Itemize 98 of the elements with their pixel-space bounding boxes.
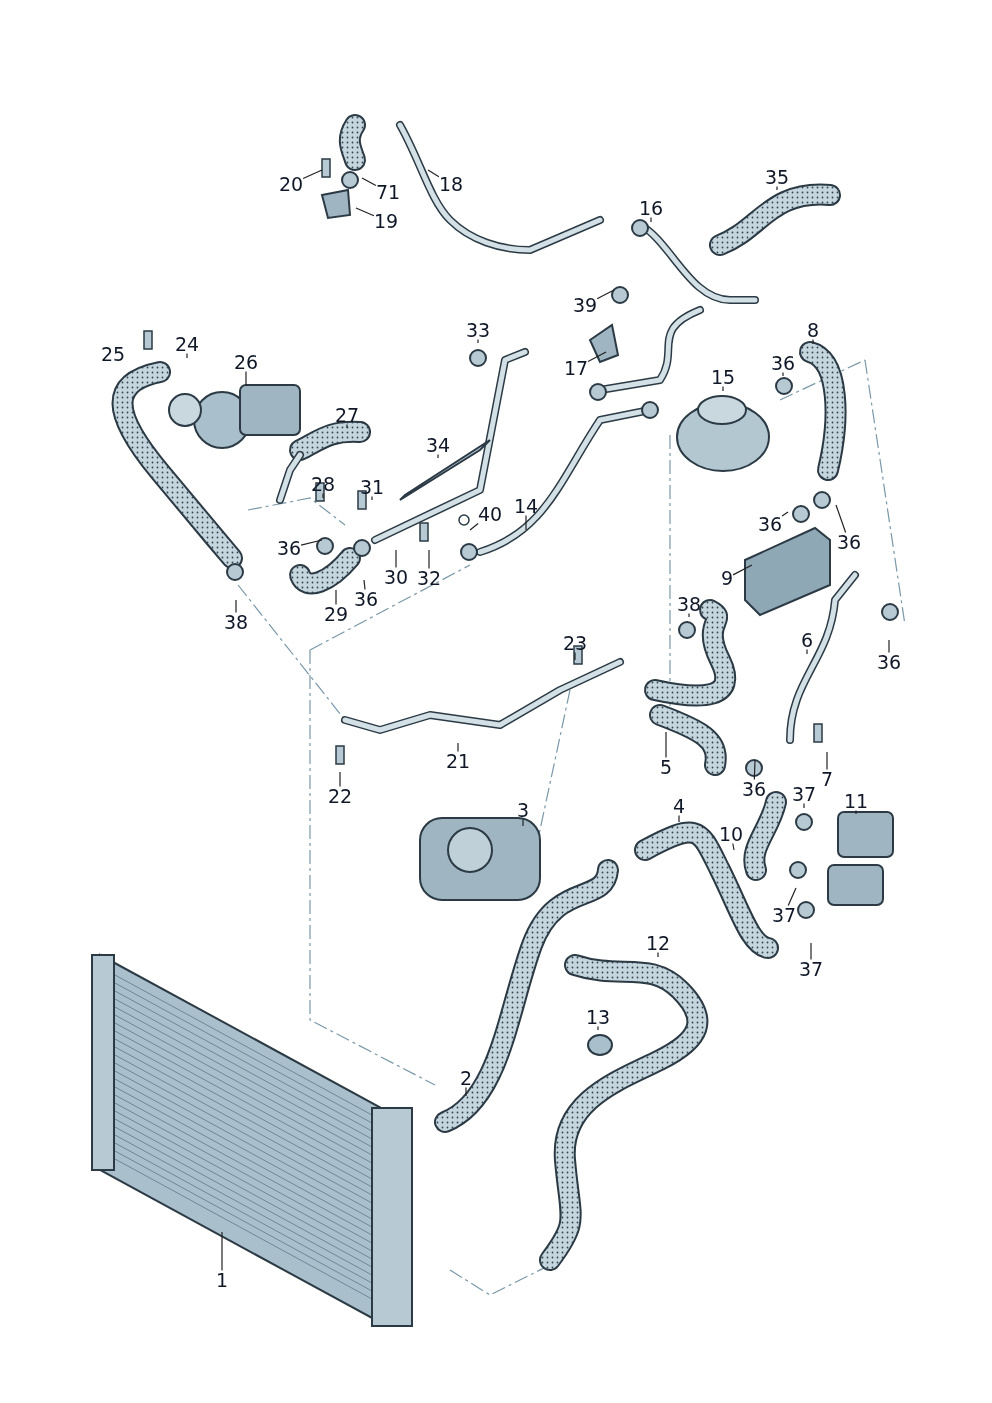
callout-number: 13 [585, 1007, 611, 1027]
callout-number: 39 [572, 295, 598, 315]
leader-line [781, 511, 789, 517]
callout-number: 36 [876, 652, 902, 672]
leader-line [335, 589, 337, 606]
leader-line [355, 207, 375, 217]
callout-number: 29 [323, 604, 349, 624]
leader-line [597, 1025, 599, 1031]
callout-number: 36 [353, 589, 379, 609]
callout-number: 4 [672, 796, 686, 816]
callout-number: 37 [771, 905, 797, 925]
callout-number: 25 [100, 344, 126, 364]
leader-line [596, 289, 615, 300]
leader-line [753, 759, 756, 781]
callout-number: 30 [383, 567, 409, 587]
callout-number: 22 [327, 786, 353, 806]
callout-number: 14 [513, 496, 539, 516]
leader-line [221, 1231, 223, 1272]
leader-line [810, 942, 812, 961]
leader-line [657, 951, 659, 958]
callout-number: 27 [334, 405, 360, 425]
leader-line [522, 818, 524, 827]
callout-number: 3 [516, 800, 530, 820]
leader-line [339, 771, 341, 788]
callout-number: 11 [843, 791, 869, 811]
leader-line [427, 169, 440, 178]
leader-line [574, 651, 576, 661]
callout-number: 16 [638, 198, 664, 218]
leader-line [371, 495, 373, 501]
callout-number: 18 [438, 174, 464, 194]
callout-number: 33 [465, 320, 491, 340]
leader-line [186, 352, 188, 359]
callout-number: 36 [836, 532, 862, 552]
callout-number: 12 [645, 933, 671, 953]
callout-number: 20 [278, 174, 304, 194]
callout-number: 9 [720, 568, 734, 588]
leader-line [650, 216, 652, 223]
leader-line [346, 423, 348, 429]
callout-number: 2 [459, 1068, 473, 1088]
callout-number: 21 [445, 751, 471, 771]
leader-line [812, 338, 814, 345]
leader-line [322, 492, 324, 499]
callout-number: 17 [563, 358, 589, 378]
leader-line [363, 579, 366, 591]
callout-number: 71 [375, 182, 401, 202]
leader-line [787, 887, 797, 907]
callout-number: 28 [310, 474, 336, 494]
leader-line [722, 385, 724, 392]
callout-number: 38 [223, 612, 249, 632]
callout-number: 38 [676, 594, 702, 614]
leader-line [835, 504, 847, 534]
callout-number: 35 [764, 167, 790, 187]
leader-line [457, 742, 459, 753]
leader-line [776, 185, 778, 191]
callout-number: 32 [416, 568, 442, 588]
leader-line [395, 549, 397, 569]
callout-number: 1 [215, 1270, 229, 1290]
leader-line [803, 802, 805, 809]
leader-line [688, 612, 690, 618]
leader-line [477, 338, 479, 344]
leader-line [302, 169, 323, 180]
leader-line [732, 842, 735, 851]
callout-number: 8 [806, 320, 820, 340]
callout-number: 36 [770, 353, 796, 373]
leader-line [235, 599, 237, 614]
leader-line [465, 1086, 467, 1097]
callout-number: 10 [718, 824, 744, 844]
callout-number: 19 [373, 211, 399, 231]
callout-number: 37 [798, 959, 824, 979]
leader-line [361, 177, 377, 187]
leader-line [806, 648, 808, 655]
leader-line [587, 351, 607, 363]
callout-number: 6 [800, 630, 814, 650]
callout-number: 36 [741, 779, 767, 799]
leader-line [782, 371, 784, 377]
leader-line [665, 731, 667, 759]
callout-number: 40 [477, 504, 503, 524]
leader-line [525, 514, 527, 531]
leader-line [826, 751, 828, 771]
callout-number: 7 [820, 769, 834, 789]
callout-number: 34 [425, 435, 451, 455]
callout-number: 24 [174, 334, 200, 354]
callout-number: 23 [562, 633, 588, 653]
leader-line [428, 549, 430, 570]
leader-line [678, 814, 680, 823]
leader-line [469, 522, 479, 531]
callout-number: 31 [359, 477, 385, 497]
callout-number: 5 [659, 757, 673, 777]
callout-number: 37 [791, 784, 817, 804]
leader-line [732, 564, 753, 576]
leader-line [888, 639, 890, 654]
callout-number: 36 [276, 538, 302, 558]
leader-line [437, 453, 439, 459]
leader-line [300, 539, 323, 546]
callout-number: 26 [233, 352, 259, 372]
leader-line [245, 370, 247, 387]
callout-number: 36 [757, 514, 783, 534]
callout-number: 15 [710, 367, 736, 387]
